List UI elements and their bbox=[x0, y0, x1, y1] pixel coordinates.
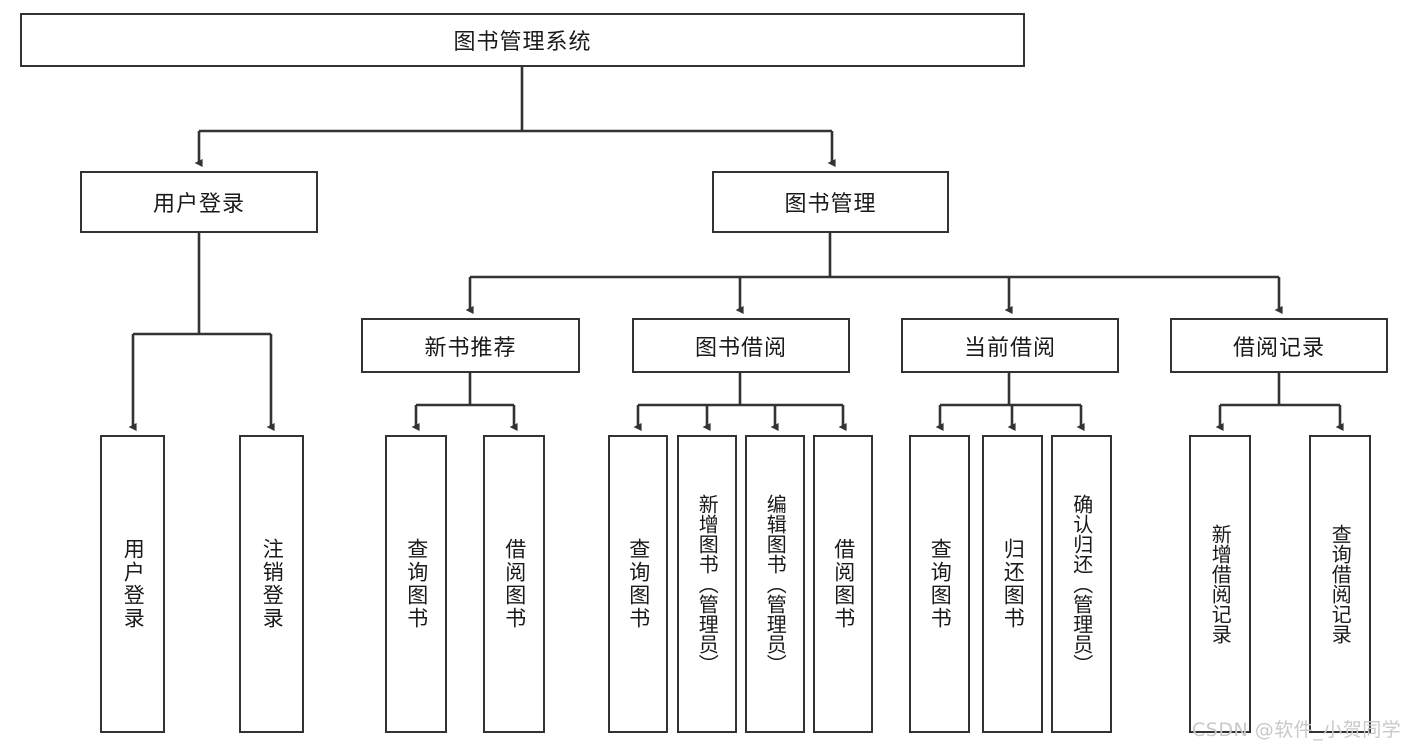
leaf-node[interactable]: 归还图书 bbox=[982, 435, 1043, 733]
leaf-node[interactable]: 查询借阅记录 bbox=[1309, 435, 1371, 733]
leaf-node[interactable]: 查询图书 bbox=[385, 435, 447, 733]
level2-node[interactable]: 用户登录 bbox=[80, 171, 318, 233]
leaf-node[interactable]: 用户登录 bbox=[100, 435, 165, 733]
leaf-node[interactable]: 借阅图书 bbox=[483, 435, 545, 733]
leaf-node[interactable]: 编辑图书（管理员） bbox=[745, 435, 805, 733]
leaf-node[interactable]: 查询图书 bbox=[608, 435, 668, 733]
leaf-node[interactable]: 新增借阅记录 bbox=[1189, 435, 1251, 733]
root-node[interactable]: 图书管理系统 bbox=[20, 13, 1025, 67]
leaf-node[interactable]: 借阅图书 bbox=[813, 435, 873, 733]
leaf-node[interactable]: 确认归还（管理员） bbox=[1051, 435, 1112, 733]
watermark-text: CSDN @软件_小贺同学 bbox=[1192, 719, 1402, 741]
level3-node[interactable]: 图书借阅 bbox=[632, 318, 850, 373]
leaf-node[interactable]: 注销登录 bbox=[239, 435, 304, 733]
level3-node[interactable]: 当前借阅 bbox=[901, 318, 1119, 373]
leaf-node[interactable]: 新增图书（管理员） bbox=[677, 435, 737, 733]
leaf-node[interactable]: 查询图书 bbox=[909, 435, 970, 733]
level2-node[interactable]: 图书管理 bbox=[712, 171, 949, 233]
level3-node[interactable]: 新书推荐 bbox=[361, 318, 580, 373]
level3-node[interactable]: 借阅记录 bbox=[1170, 318, 1388, 373]
